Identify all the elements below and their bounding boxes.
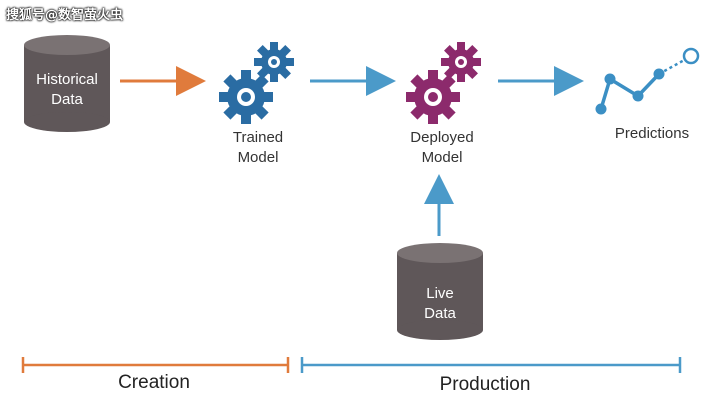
trained-model-label: Trained Model [210,128,306,168]
historical-data-label: Historical Data [24,70,110,110]
live-data-cylinder [397,243,483,340]
live-data-label: Live Data [397,284,483,324]
live-data-label-line1: Live [426,285,454,302]
historical-data-cylinder [24,35,110,132]
historical-data-label-line1: Historical [36,71,98,88]
watermark-text: 搜狐号@数智萤火虫 [6,8,124,23]
predictions-label: Predictions [614,125,690,142]
production-phase-bracket [300,357,682,373]
creation-phase-bracket [21,357,290,373]
live-data-label-line2: Data [424,305,456,322]
predictions-trend-icon [595,47,700,115]
creation-phase-label: Creation [118,372,190,393]
deployed-model-gears-icon [406,42,481,124]
deployed-model-label-line1: Deployed [410,129,474,146]
trained-model-label-line1: Trained [232,129,284,146]
deployed-model-label-line2: Model [421,149,463,166]
trained-model-label-line2: Model [237,149,279,166]
historical-data-label-line2: Data [51,91,83,108]
trained-model-gears-icon [219,42,294,124]
production-phase-label: Production [439,374,531,395]
deployed-model-label: Deployed Model [394,128,490,168]
